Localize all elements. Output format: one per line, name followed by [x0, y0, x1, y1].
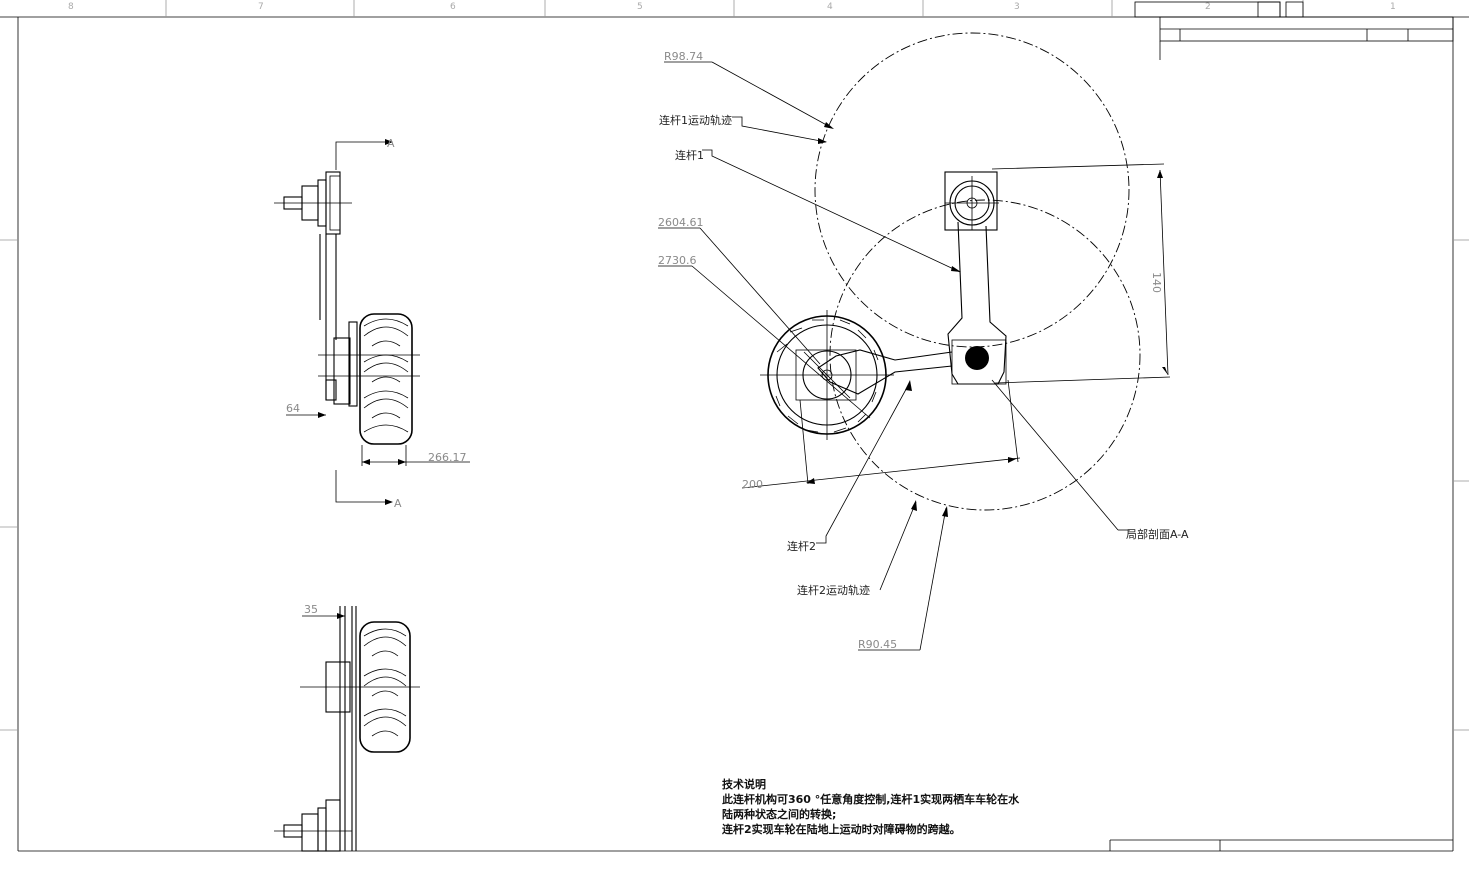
label-link1-path: 连杆1运动轨迹	[659, 113, 732, 127]
zone-4: 4	[827, 2, 833, 12]
dim-200: 200	[742, 478, 763, 491]
zone-3: 3	[1014, 2, 1020, 12]
dim-r-lower: R90.45	[858, 638, 897, 651]
dim-140: 140	[1150, 272, 1163, 293]
mechanism-view: 140 200 R98.74 连杆1运动轨迹 连杆1 2604.61 2730.…	[658, 32, 1189, 651]
zone-1: 1	[1390, 2, 1396, 12]
zone-6: 6	[450, 2, 456, 12]
section-mark-top: A	[387, 137, 395, 150]
dim-266-17: 266.17	[428, 451, 467, 464]
link1-motion-path-circle	[814, 32, 1130, 348]
notes-title: 技术说明	[722, 777, 766, 791]
zone-numbers: 8 7 6 5 4 3 2 1	[68, 2, 1396, 12]
side-view-lower: 35	[274, 603, 420, 852]
zone-7: 7	[258, 2, 264, 12]
label-section: 局部剖面A-A	[1126, 527, 1189, 541]
notes-line-3: 连杆2实现车轮在陆地上运动时对障碍物的跨越。	[722, 822, 961, 836]
zone-2: 2	[1205, 2, 1211, 12]
technical-notes: 技术说明 此连杆机构可360 °任意角度控制,连杆1实现两栖车车轮在水 陆两种状…	[722, 777, 1020, 836]
dim-2604-61: 2604.61	[658, 216, 704, 229]
zone-8: 8	[68, 2, 74, 12]
side-view-upper: A A 64 266.17	[274, 137, 470, 510]
drawing-frame	[0, 0, 1469, 852]
notes-line-1: 此连杆机构可360 °任意角度控制,连杆1实现两栖车车轮在水	[722, 792, 1020, 806]
notes-line-2: 陆两种状态之间的转换;	[722, 807, 836, 821]
link2-motion-path-circle	[829, 199, 1141, 511]
zone-5: 5	[637, 2, 643, 12]
pivot-joint	[965, 346, 989, 370]
label-link1: 连杆1	[675, 148, 704, 162]
dim-r-upper: R98.74	[664, 50, 703, 63]
label-link2: 连杆2	[787, 539, 816, 553]
dim-2730-6: 2730.6	[658, 254, 697, 267]
dim-64: 64	[286, 402, 300, 415]
section-mark-bottom: A	[394, 497, 402, 510]
dim-35: 35	[304, 603, 318, 616]
label-link2-path: 连杆2运动轨迹	[797, 583, 870, 597]
